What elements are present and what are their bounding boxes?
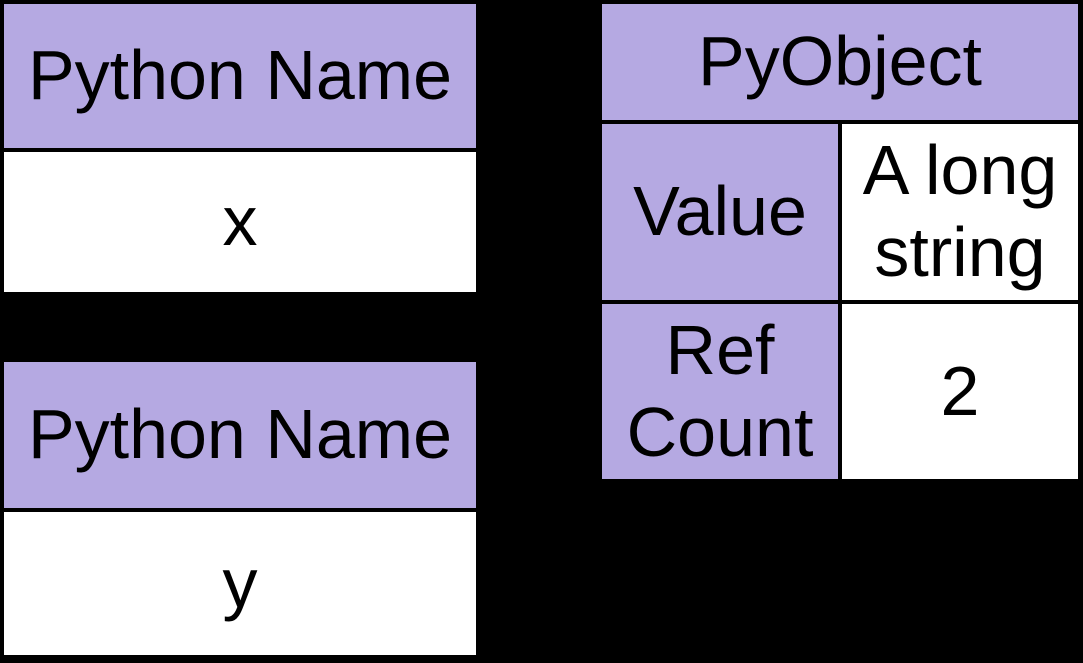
value-label-cell: Value <box>602 124 838 300</box>
table-row: Ref Count 2 <box>602 304 1078 479</box>
table-row: Python Name <box>4 4 476 148</box>
variable-name-cell-y: y <box>4 512 476 655</box>
refcount-data-cell: 2 <box>842 304 1078 479</box>
variable-name-cell-x: x <box>4 152 476 292</box>
pyobject-table: PyObject Value A long string Ref Count 2 <box>598 0 1082 483</box>
pyobject-title: PyObject <box>602 4 1078 120</box>
name-table-y: Python Name y <box>0 358 480 663</box>
name-table-x: Python Name x <box>0 0 480 300</box>
table-row: Value A long string <box>602 124 1078 300</box>
refcount-label-cell: Ref Count <box>602 304 838 479</box>
python-name-header-x: Python Name <box>4 4 476 148</box>
table-row: PyObject <box>602 4 1078 120</box>
table-row: x <box>4 152 476 292</box>
table-row: Python Name <box>4 362 476 508</box>
value-data-cell: A long string <box>842 124 1078 300</box>
python-name-header-y: Python Name <box>4 362 476 508</box>
table-row: y <box>4 512 476 655</box>
